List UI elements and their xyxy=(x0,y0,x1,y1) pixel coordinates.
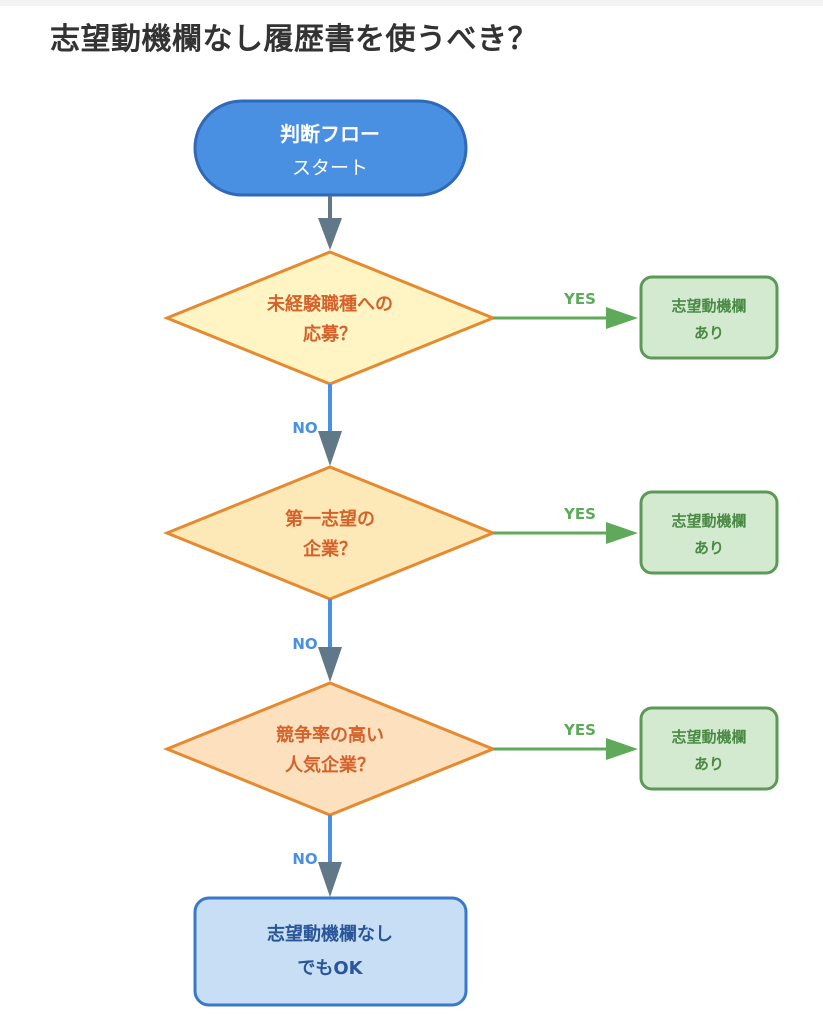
yes-branch-1: YES xyxy=(493,290,638,329)
no-branch-1: NO xyxy=(292,384,342,466)
no-branch-3: NO xyxy=(292,815,342,897)
outcome-line-2: あり xyxy=(694,539,724,557)
outcome-box-shape xyxy=(639,490,779,575)
yes-label: YES xyxy=(563,505,596,523)
end-node-line-2: でもOK xyxy=(297,958,363,979)
no-branch-2: NO xyxy=(292,599,342,682)
decision-diamond-shape xyxy=(163,465,497,601)
outcome-line-1: 志望動機欄 xyxy=(671,297,746,315)
decision-question-line-1: 第一志望の xyxy=(285,508,375,530)
decision-question-line-2: 人気企業？ xyxy=(285,754,375,776)
end-node-line-1: 志望動機欄なし xyxy=(267,923,393,945)
yes-arrow-head-icon xyxy=(606,738,638,760)
decision-diamond-shape xyxy=(163,681,497,817)
yes-arrow-head-icon xyxy=(606,307,638,329)
no-arrow-head-icon xyxy=(318,862,342,897)
decision-question-line-1: 競争率の高い xyxy=(276,724,384,746)
page-title: 志望動機欄なし履歴書を使うべき？ xyxy=(50,22,538,57)
outcome-line-2: あり xyxy=(694,324,724,342)
outcome-line-1: 志望動機欄 xyxy=(671,512,746,530)
no-label: NO xyxy=(292,635,317,653)
top-bar xyxy=(0,0,823,6)
outcome-box-shape xyxy=(639,706,779,791)
start-node-title: 判断フロー xyxy=(280,122,380,146)
start-node-shape xyxy=(193,99,468,197)
arrow-head-icon xyxy=(318,218,342,250)
connector-start-to-decision-1 xyxy=(318,196,342,250)
outcome-line-1: 志望動機欄 xyxy=(671,728,746,746)
no-arrow-head-icon xyxy=(318,431,342,466)
yes-branch-3: YES xyxy=(493,721,638,760)
decision-question-line-1: 未経験職種への xyxy=(267,293,393,315)
yes-label: YES xyxy=(563,721,596,739)
no-label: NO xyxy=(292,850,317,868)
decision-diamond-shape xyxy=(163,250,497,386)
yes-branch-2: YES xyxy=(493,505,638,544)
no-arrow-head-icon xyxy=(318,647,342,682)
decision-question-line-2: 企業？ xyxy=(302,538,357,560)
no-label: NO xyxy=(292,419,317,437)
yes-arrow-head-icon xyxy=(606,522,638,544)
outcome-box-shape xyxy=(639,275,779,360)
outcome-line-2: あり xyxy=(694,755,724,773)
end-node-shape xyxy=(193,896,468,1007)
decision-question-line-2: 応募？ xyxy=(303,323,357,345)
end-node: 志望動機欄なし でもOK xyxy=(193,896,468,1007)
yes-label: YES xyxy=(563,290,596,308)
start-node-subtitle: スタート xyxy=(292,157,368,179)
start-node: 判断フロー スタート xyxy=(193,99,468,197)
